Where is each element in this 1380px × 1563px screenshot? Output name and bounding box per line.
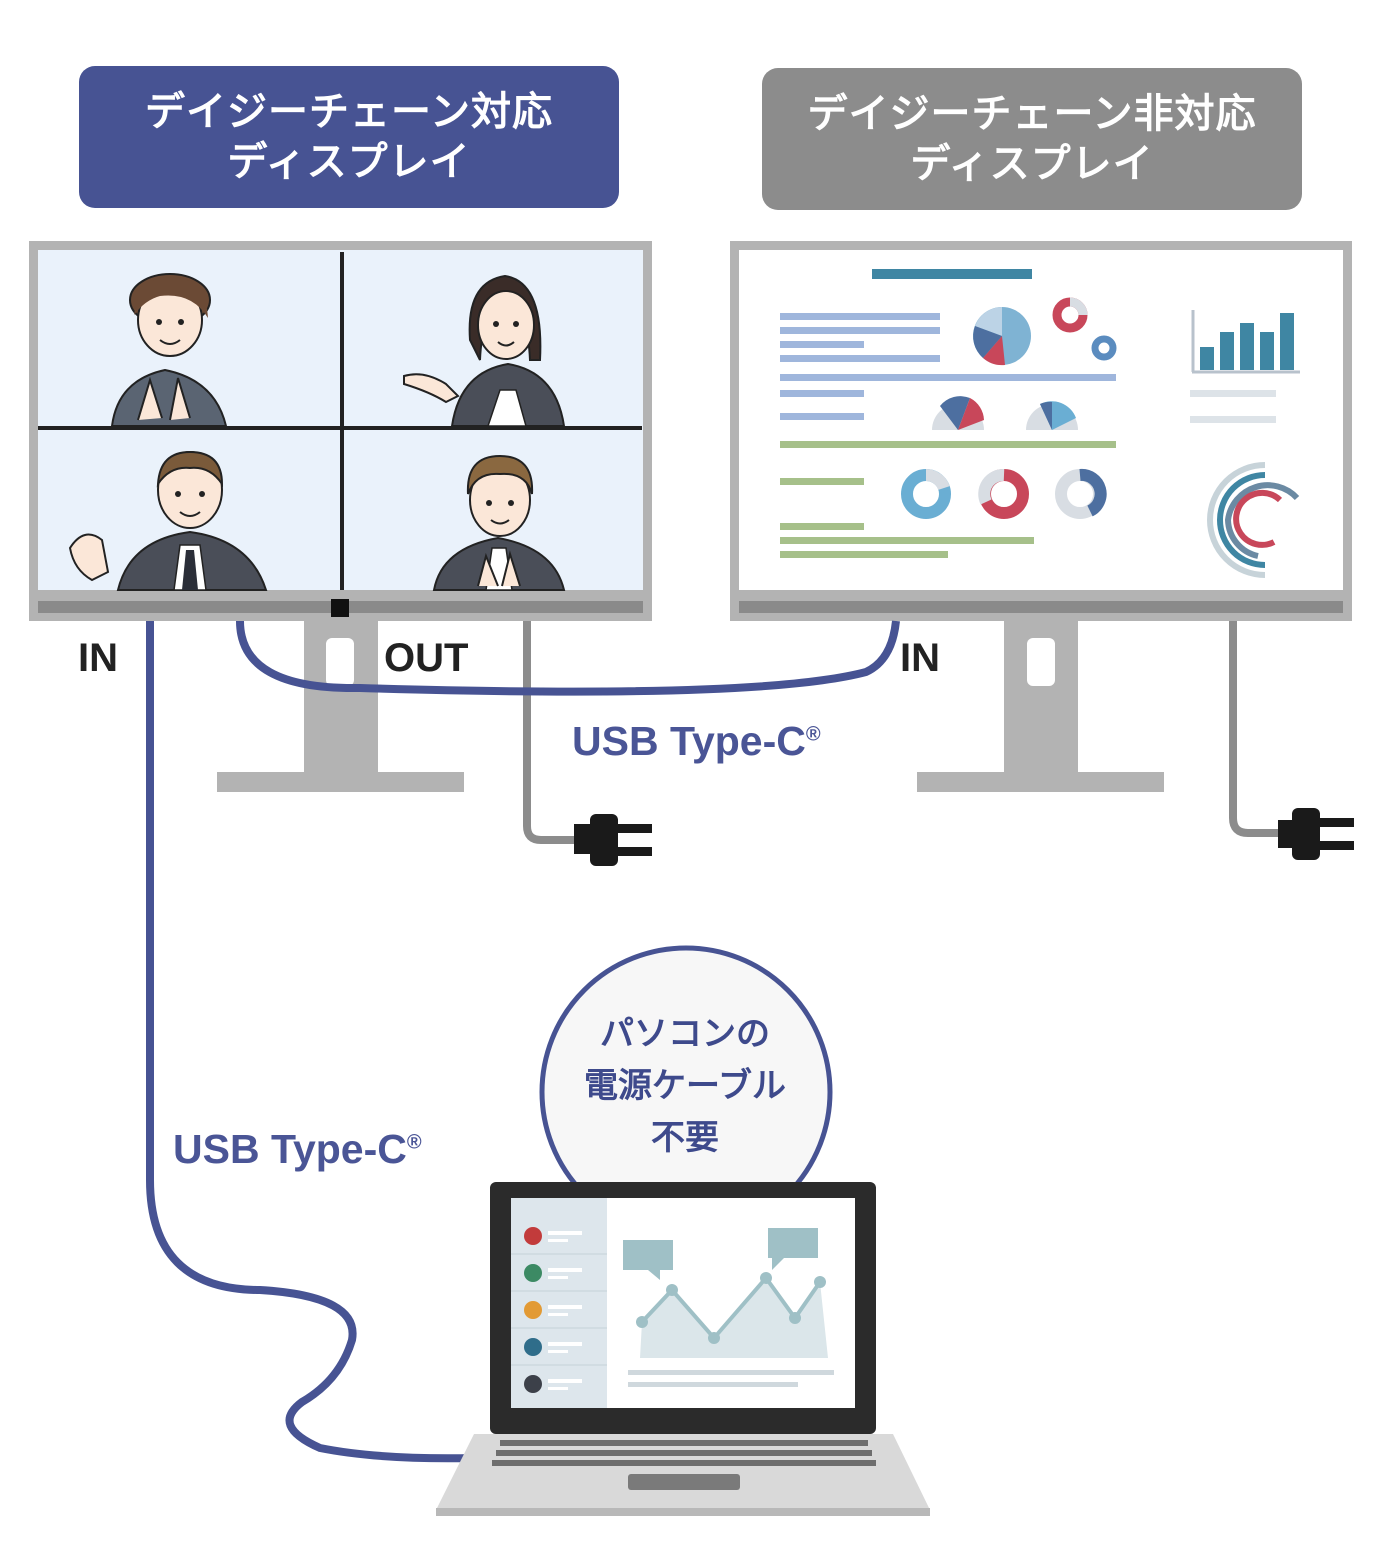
usb-typec-label-bottom-text: USB Type-C: [173, 1126, 407, 1172]
laptop-icon: [436, 1182, 930, 1516]
donut-chart-icon: [901, 468, 1107, 519]
power-plug-icon: [574, 814, 652, 866]
unsupported-display-title-line2: ディスプレイ: [910, 141, 1154, 187]
person-icon: [110, 273, 228, 427]
badge-line1: パソコンの: [600, 1014, 770, 1054]
unsupported-display-title-line1: デイジーチェーン非対応: [807, 91, 1257, 137]
person-icon: [403, 274, 566, 427]
person-icon: [68, 450, 268, 591]
pie-chart-icon: [932, 396, 1078, 430]
right-monitor: [730, 241, 1352, 792]
supported-display-title-line1: デイジーチェーン対応: [145, 89, 553, 135]
usb-typec-label-bottom-mark: ®: [406, 1131, 422, 1154]
cables: [146, 620, 1282, 1463]
usb-typec-label-top-text: USB Type-C: [572, 718, 806, 764]
right-in-port-label: IN: [900, 636, 940, 680]
supported-display-title: デイジーチェーン対応 ディスプレイ: [79, 66, 619, 208]
unsupported-display-title: デイジーチェーン非対応 ディスプレイ: [762, 68, 1302, 210]
power-plug-icon: [1278, 808, 1354, 860]
bar-chart-icon: [1190, 310, 1300, 423]
usb-typec-label-top: USB Type-C®: [572, 718, 821, 765]
donut-chart-icon: [1052, 297, 1117, 361]
badge-line3: 不要: [651, 1118, 719, 1158]
left-out-port-label: OUT: [384, 636, 469, 680]
badge-line2: 電源ケーブル: [584, 1066, 786, 1106]
supported-display-title-line2: ディスプレイ: [227, 139, 471, 185]
person-icon: [432, 454, 566, 591]
pie-chart-icon: [973, 307, 1031, 366]
usb-typec-label-top-mark: ®: [805, 723, 821, 746]
left-in-port-label: IN: [78, 636, 118, 680]
donut-chart-icon: [1207, 462, 1300, 578]
no-power-cable-badge: パソコンの 電源ケーブル 不要: [540, 1008, 830, 1164]
usb-typec-label-bottom: USB Type-C®: [173, 1126, 422, 1173]
left-monitor: [29, 241, 652, 792]
